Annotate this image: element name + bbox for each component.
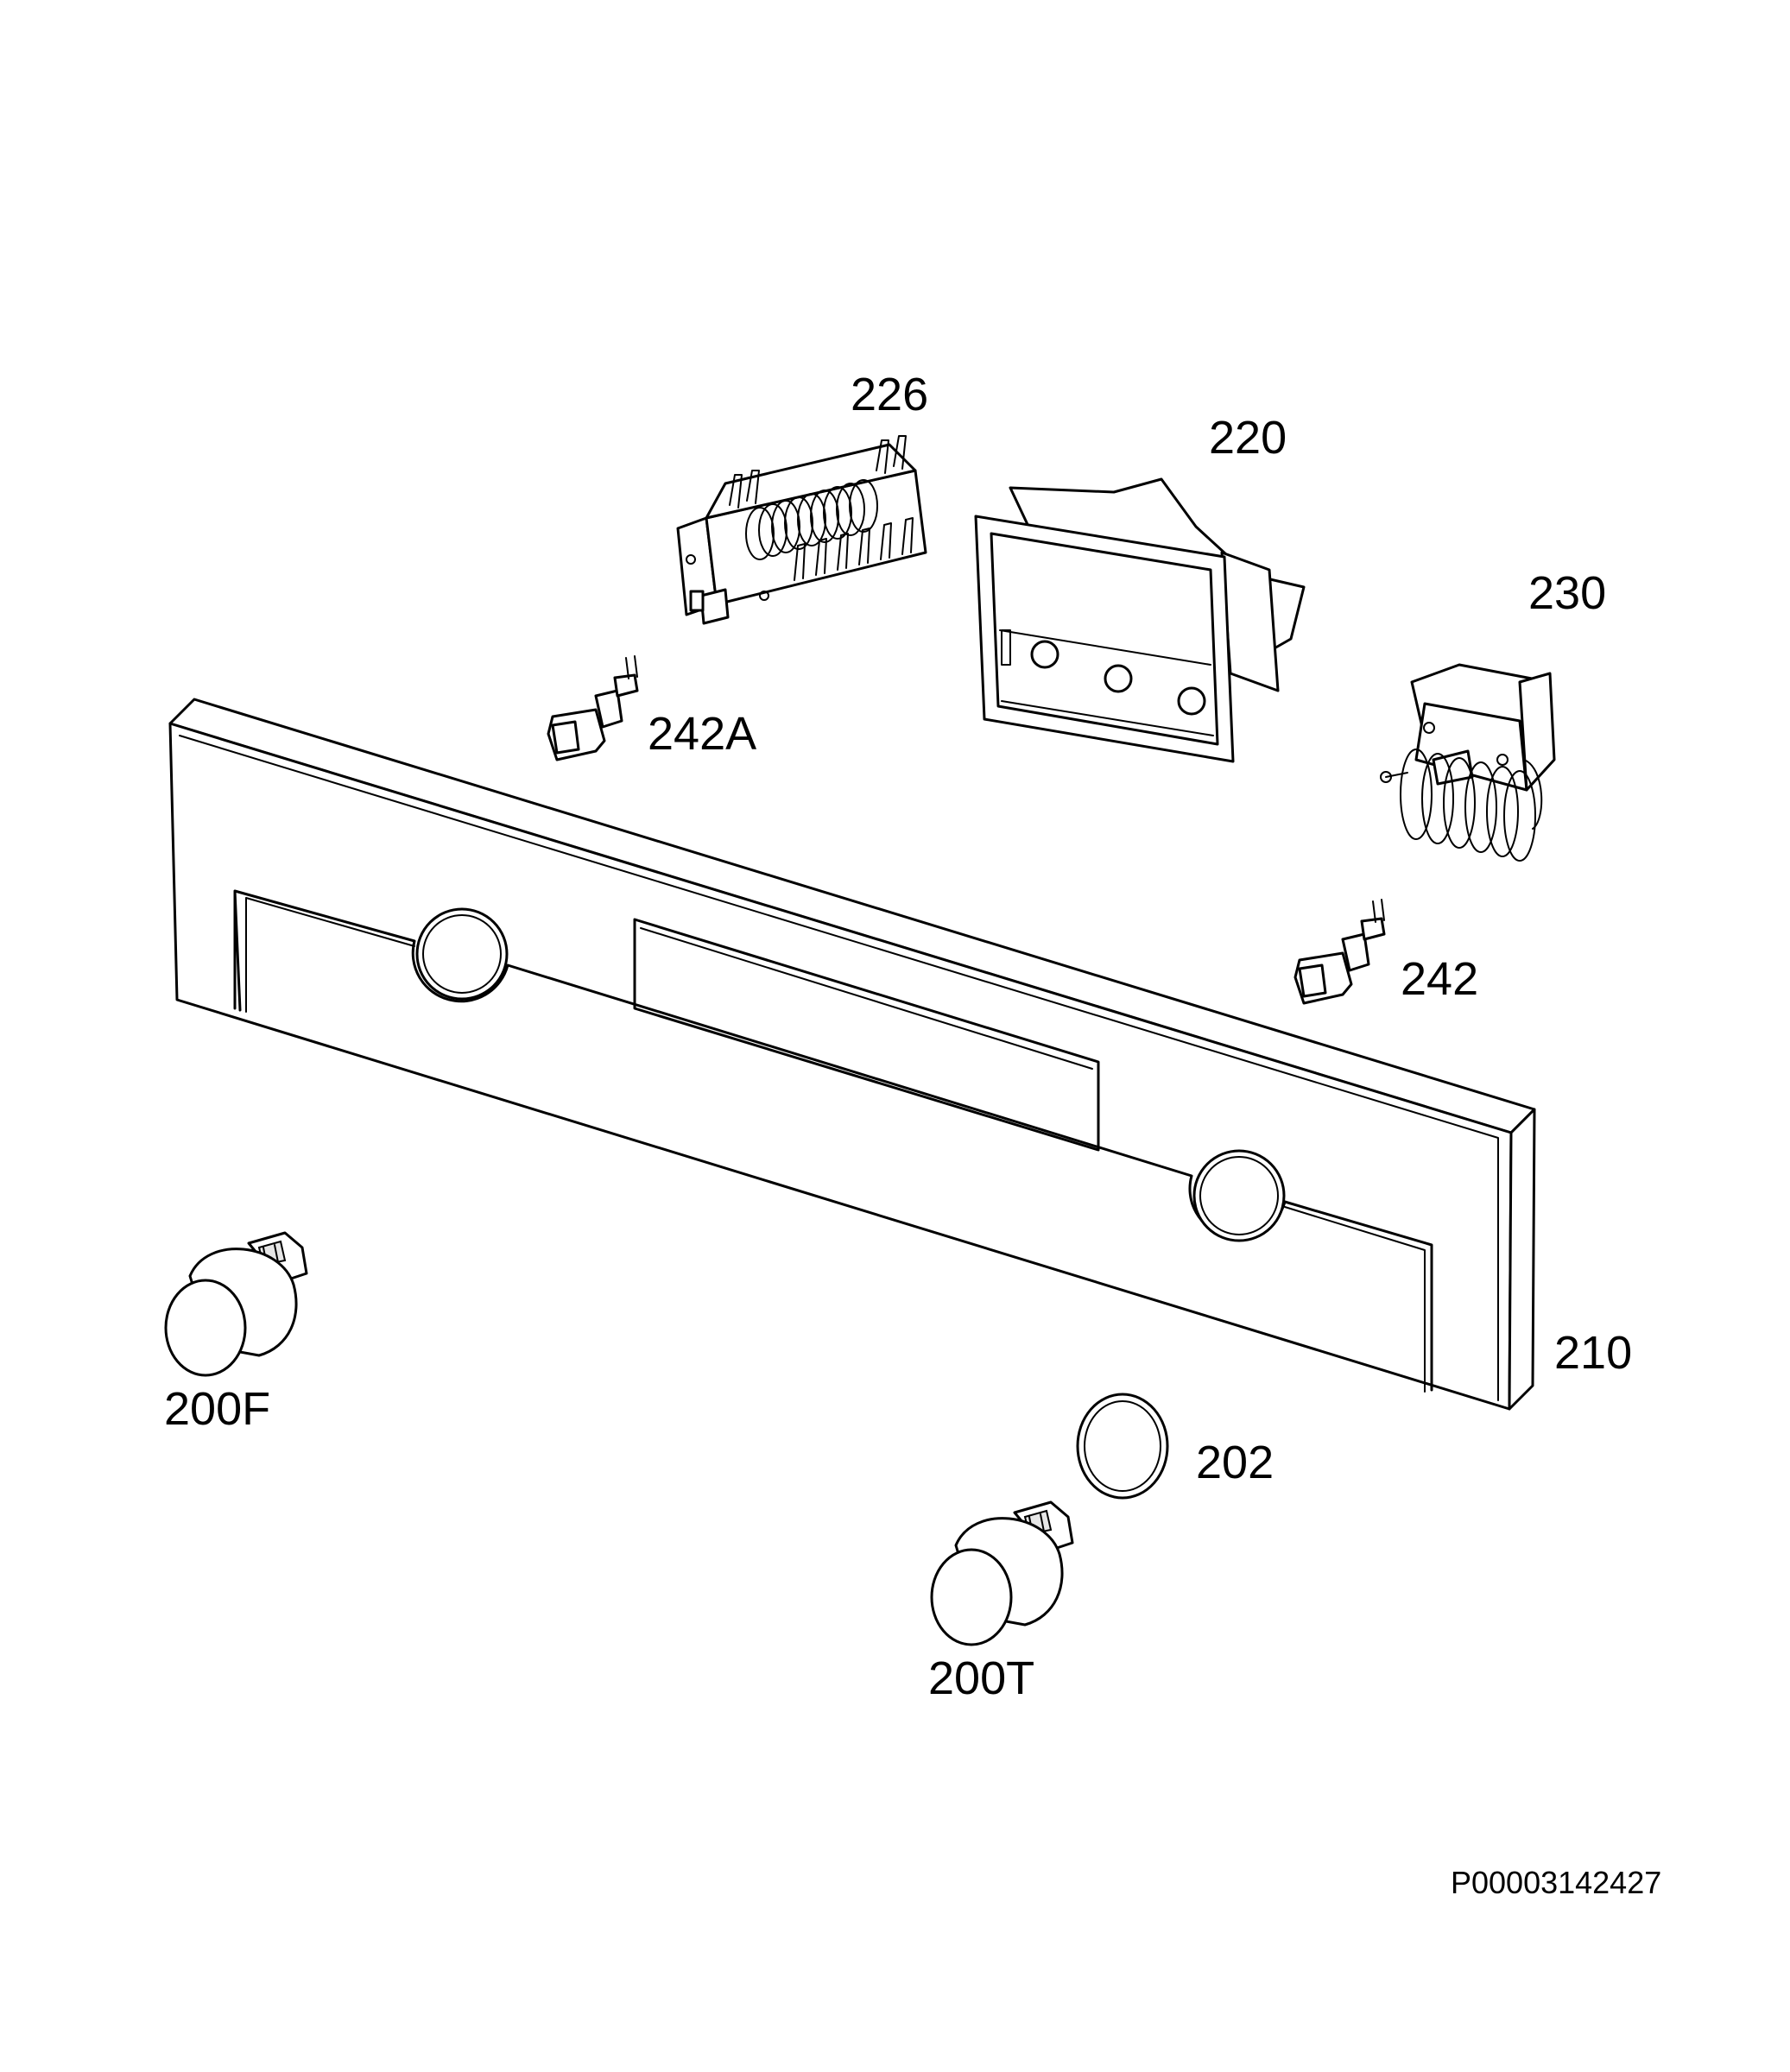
part-210-control-panel[interactable]: 210 xyxy=(168,698,1632,1411)
label-202: 202 xyxy=(1196,1437,1274,1488)
label-230: 230 xyxy=(1528,567,1606,619)
label-220: 220 xyxy=(1209,412,1287,464)
label-210: 210 xyxy=(1554,1327,1632,1379)
label-242: 242 xyxy=(1401,953,1478,1005)
part-200T-knob[interactable]: 200T xyxy=(928,1500,1074,1704)
label-226: 226 xyxy=(851,369,928,420)
part-242A-lamp-holder[interactable]: 242A xyxy=(547,655,756,761)
part-242-lamp-holder[interactable]: 242 xyxy=(1293,899,1478,1005)
label-242A: 242A xyxy=(648,708,756,760)
label-200T: 200T xyxy=(928,1652,1034,1704)
part-226-selector-switch[interactable]: 226 xyxy=(676,369,928,625)
part-230-thermostat[interactable]: 230 xyxy=(1380,567,1606,862)
part-200F-knob[interactable]: 200F xyxy=(164,1231,308,1435)
part-202-ring[interactable]: 202 xyxy=(1076,1393,1274,1500)
label-200F: 200F xyxy=(164,1383,270,1435)
document-id: P00003142427 xyxy=(1451,1865,1661,1900)
part-220-display-housing[interactable]: 220 xyxy=(974,412,1306,763)
